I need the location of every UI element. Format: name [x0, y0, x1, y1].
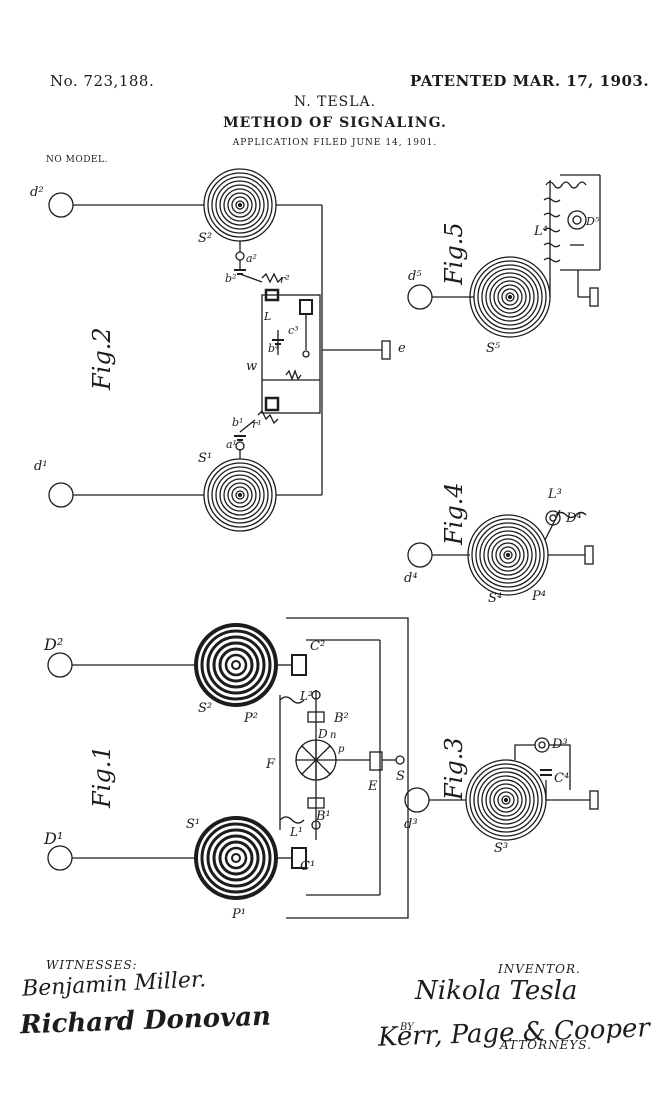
label-w: w	[246, 359, 257, 374]
label-s2: S²	[198, 231, 212, 246]
witnesses-label: WITNESSES:	[46, 958, 138, 972]
label-d4: d⁴	[404, 571, 418, 586]
patent-date: PATENTED MAR. 17, 1903.	[410, 72, 650, 90]
label-d1: d¹	[34, 459, 48, 474]
label-E: E	[367, 779, 378, 794]
label-F: F	[265, 757, 276, 772]
label-D: D	[317, 727, 328, 741]
label-D4: D⁴	[565, 511, 582, 526]
label-L4: L⁴	[533, 224, 548, 239]
label-s4: S⁴	[488, 591, 502, 606]
label-p: p	[338, 744, 345, 755]
label-L3: L³	[547, 487, 562, 502]
terminal-D2	[47, 652, 73, 678]
label-S1cap: S¹	[186, 817, 200, 832]
label-n: n	[330, 730, 336, 741]
label-P2: P²	[243, 711, 258, 726]
label-D3: D³	[551, 737, 568, 752]
label-B1: B¹	[315, 809, 331, 824]
attorneys-label: ATTORNEYS.	[500, 1038, 592, 1052]
terminal-d4	[407, 542, 433, 568]
label-P1: P¹	[231, 907, 246, 922]
inventor-signature: Nikola Tesla	[415, 976, 578, 1006]
inventor-label: INVENTOR.	[498, 962, 581, 976]
label-d2: d²	[30, 185, 44, 200]
detector-D4	[545, 510, 561, 526]
by-label: BY	[400, 1022, 414, 1033]
label-B2: B²	[333, 711, 349, 726]
label-s5: S⁵	[486, 341, 501, 356]
label-l: L	[263, 310, 271, 323]
fig2-diagram	[48, 168, 391, 532]
fig1-diagram	[47, 617, 409, 919]
label-C4: C⁴	[554, 771, 569, 786]
patent-title: METHOD OF SIGNALING.	[223, 115, 447, 131]
label-a1: a¹	[226, 438, 237, 451]
coil-L3	[555, 511, 587, 519]
fig5-diagram	[407, 174, 601, 338]
detector-D3	[534, 737, 550, 753]
detector-D5	[567, 210, 587, 230]
fig4-diagram	[407, 509, 594, 596]
fig1-title: Fig.1	[88, 745, 116, 809]
fig5-title: Fig.5	[440, 222, 468, 286]
label-C2: C²	[310, 639, 325, 654]
label-b2: b²	[225, 272, 236, 285]
label-S: S	[396, 769, 405, 784]
fig2-title: Fig.2	[88, 327, 116, 391]
detector-a1	[235, 441, 245, 451]
terminal-d1	[48, 482, 74, 508]
label-D5: D⁵	[585, 215, 600, 228]
label-s3: S³	[494, 841, 508, 856]
label-b4: b⁴	[268, 342, 279, 355]
patent-number: No. 723,188.	[50, 72, 155, 90]
fig3-diagram	[404, 737, 599, 841]
detector-a2	[235, 251, 245, 261]
label-a2: a²	[246, 252, 257, 265]
label-s1: S¹	[198, 451, 212, 466]
label-L2: L²	[299, 689, 313, 703]
terminal-d2	[48, 192, 74, 218]
label-D1: D¹	[43, 829, 63, 848]
label-r1: r¹	[252, 418, 262, 431]
application-filed: APPLICATION FILED JUNE 14, 1901.	[232, 138, 438, 148]
label-d5: d⁵	[408, 269, 422, 284]
label-c3: c³	[288, 324, 299, 337]
label-L1: L¹	[289, 825, 303, 839]
figure-titles: Fig.2 Fig.5 Fig.4 Fig.1 Fig.3	[88, 222, 468, 809]
terminal-D1	[47, 845, 73, 871]
coil-L1	[279, 816, 305, 824]
earth-plate-e	[381, 340, 391, 360]
label-d3: d³	[404, 817, 418, 832]
label-C1: C¹	[300, 859, 315, 874]
figure-labels: d² d¹ S² S¹ e a² b² r² b¹ a¹ r¹ L w c³ b…	[30, 185, 600, 922]
fig3-title: Fig.3	[440, 737, 468, 801]
label-b1: b¹	[232, 416, 243, 429]
resistor-r2	[261, 272, 283, 284]
no-model-note: NO MODEL.	[46, 155, 108, 165]
label-r2: r²	[280, 273, 290, 286]
label-D2: D²	[43, 635, 63, 654]
inventor-heading: N. TESLA.	[293, 94, 377, 110]
coil-L4	[545, 181, 587, 189]
resistor-r1	[257, 409, 279, 425]
label-S2cap: S²	[198, 701, 212, 716]
coil-L2	[279, 696, 305, 704]
label-P4: P⁴	[531, 589, 546, 604]
fig4-title: Fig.4	[440, 482, 468, 546]
terminal-d5	[407, 284, 433, 310]
label-e: e	[398, 341, 406, 356]
